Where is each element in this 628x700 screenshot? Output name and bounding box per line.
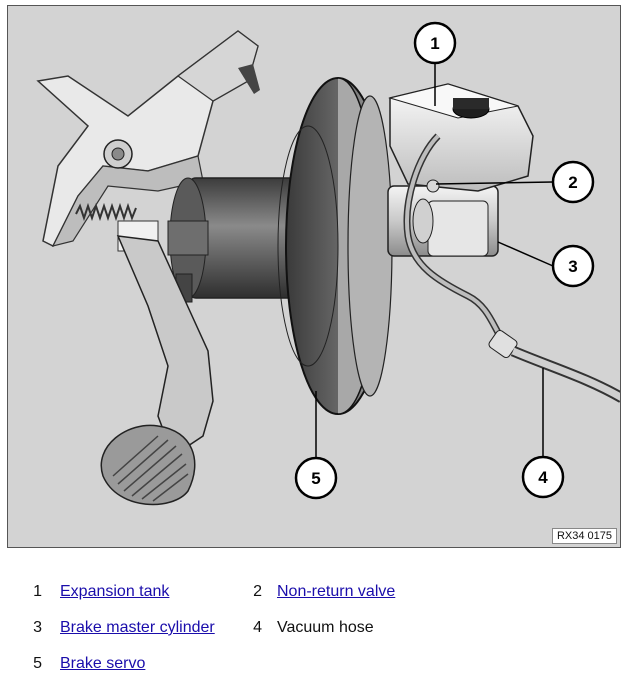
legend-number: 3 (33, 619, 42, 636)
vacuum-hose (403, 133, 620, 403)
brake-pedal (100, 235, 214, 506)
vacuum-hose-label: Vacuum hose (277, 619, 374, 636)
callout-3: 3 (551, 244, 595, 288)
legend-number: 5 (33, 655, 42, 672)
callout-2-label: 2 (568, 173, 577, 192)
callout-leaders (315, 64, 554, 459)
callout-4-label: 4 (538, 468, 548, 487)
expansion-tank (388, 83, 534, 192)
callout-4: 4 (521, 455, 565, 499)
callout-5: 5 (294, 456, 338, 500)
callout-1: 1 (413, 21, 457, 65)
callout-5-label: 5 (311, 469, 320, 488)
pushrod-housing (167, 177, 299, 303)
brake-system-illustration: 1 2 3 4 5 RX34 0175 (7, 5, 621, 548)
pedal-bracket (36, 30, 260, 252)
brake-servo (277, 77, 393, 415)
brake-servo-link[interactable]: Brake servo (60, 655, 146, 672)
legend-number: 1 (33, 583, 42, 600)
callout-1-label: 1 (430, 34, 439, 53)
figure-code: RX34 0175 (551, 528, 617, 544)
callout-2: 2 (551, 160, 595, 204)
brake-assembly-drawing: 1 2 3 4 5 (36, 21, 620, 506)
legend-number: 4 (253, 619, 262, 636)
callout-3-label: 3 (568, 257, 577, 276)
brake-master-cylinder-link[interactable]: Brake master cylinder (60, 619, 215, 636)
expansion-tank-link[interactable]: Expansion tank (60, 583, 170, 600)
non-return-valve-link[interactable]: Non-return valve (277, 583, 396, 600)
brake-master-cylinder (387, 185, 499, 257)
legend-number: 2 (253, 583, 262, 600)
